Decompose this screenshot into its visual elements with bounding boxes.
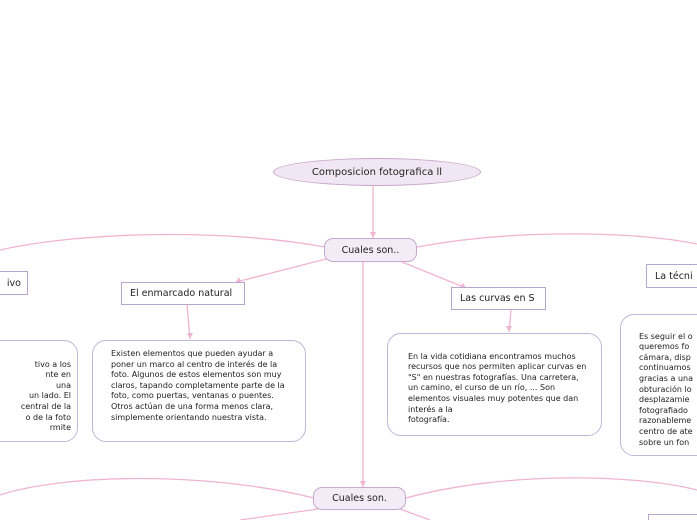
desc-marco-natural-text: Existen elementos que pueden ayudar a po… [111,349,285,422]
link-hub2-down-left [239,508,319,520]
topic-marco-natural-label: El enmarcado natural [130,288,233,299]
topic-tecnica[interactable]: La técni [646,264,697,288]
topic-curvas-s[interactable]: Las curvas en S [451,287,546,310]
link-hub-left [0,233,326,251]
root-topic-label: Composicion fotografica ll [311,166,443,178]
desc-curvas-s: En la vida cotidiana encontramos muchos … [387,333,602,436]
arrow-curvas-desc [506,326,512,332]
link-hub2-down-right [399,508,431,520]
hub-bottom-label: Cuales son. [332,493,387,504]
arrow-hub-curvas [460,283,466,288]
link-hub-right [416,233,697,248]
desc-left-partial-text: tivo a los nte en una un lado. El centra… [20,359,71,433]
link-hub2-left [0,477,315,499]
hub-bottom[interactable]: Cuales son. [313,487,406,510]
desc-left-partial: tivo a los nte en una un lado. El centra… [0,340,78,442]
desc-curvas-s-text: En la vida cotidiana encontramos muchos … [408,351,587,425]
hub-top-label: Cuales son.. [341,244,400,256]
topic-left-partial-label: ivo [6,277,21,289]
desc-tecnica-text: Es seguir el o queremos fo cámara, disp … [639,331,693,447]
topic-bottom-right-partial[interactable] [648,514,697,520]
hub-top[interactable]: Cuales son.. [324,238,417,262]
arrow-marco-desc [187,333,193,339]
link-hub-marco [235,257,331,283]
desc-tecnica: Es seguir el o queremos fo cámara, disp … [620,314,697,456]
root-topic[interactable]: Composicion fotografica ll [273,158,481,186]
link-hub2-right [405,477,697,499]
topic-curvas-s-label: Las curvas en S [460,293,535,304]
arrow-hub-marco [236,277,241,282]
topic-tecnica-label: La técni [655,270,693,282]
arrow-root-hub [370,232,376,238]
topic-left-partial[interactable]: ivo [0,271,28,295]
topic-marco-natural[interactable]: El enmarcado natural [121,282,245,305]
desc-marco-natural: Existen elementos que pueden ayudar a po… [92,340,306,442]
link-hub-curvas [401,261,467,289]
arrow-hub-down [360,481,366,487]
